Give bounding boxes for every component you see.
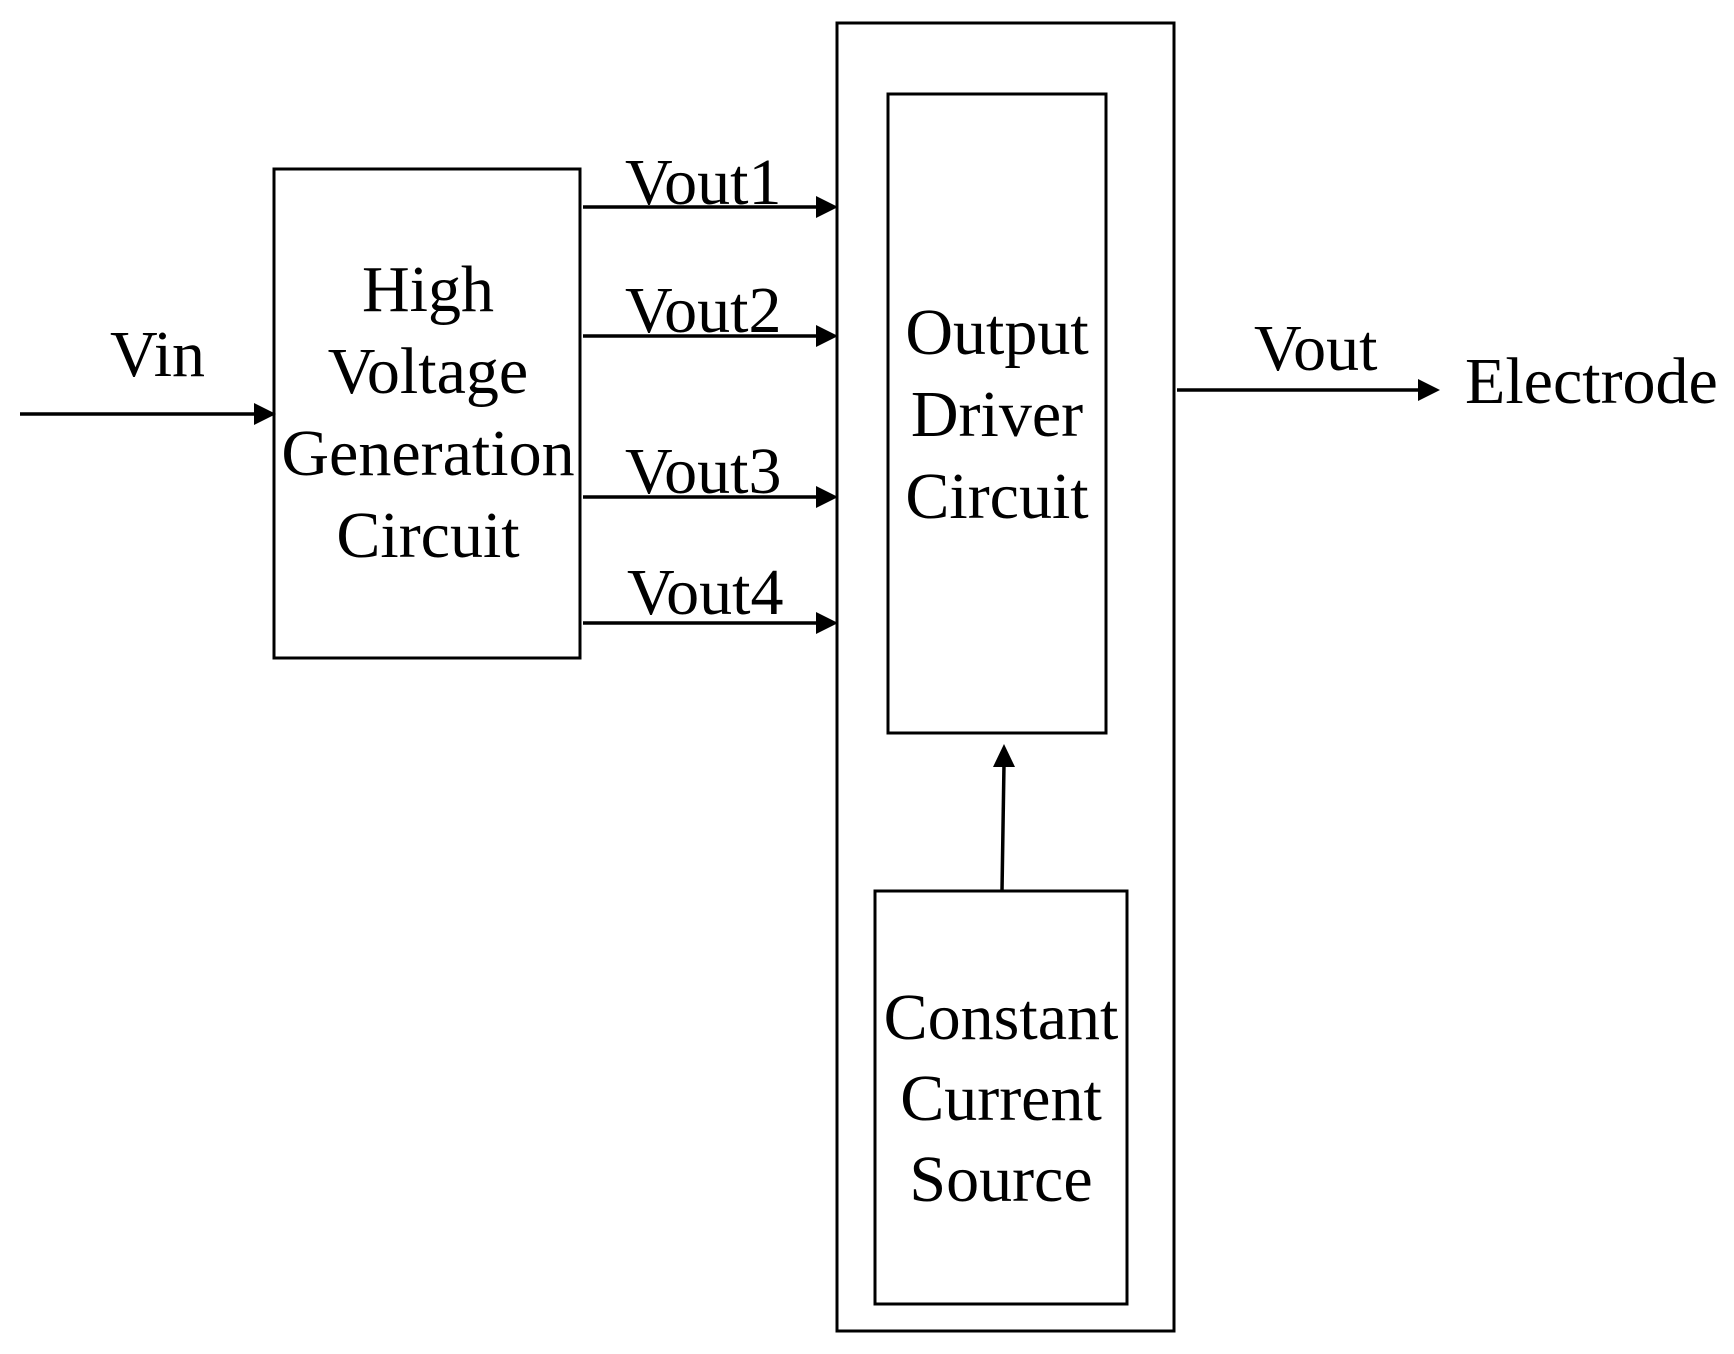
vout1-arrow	[583, 196, 838, 218]
output-driver-label-line-3: Circuit	[905, 460, 1088, 533]
vout1-label: Vout1	[625, 146, 782, 219]
constant-current-source-block	[873, 889, 1129, 1306]
high-voltage-generation-block	[272, 167, 582, 660]
high-voltage-label-line-2: Voltage	[328, 335, 528, 408]
electrode-label: Electrode	[1465, 345, 1718, 418]
vout4-label: Vout4	[627, 556, 784, 629]
high-voltage-label-line-3: Generation	[281, 417, 574, 490]
output-driver-block	[886, 92, 1108, 735]
output-driver-label-line-2: Driver	[911, 378, 1083, 451]
vin-input-arrow	[20, 403, 276, 425]
vout-label: Vout	[1254, 312, 1378, 385]
high-voltage-label-line-1: High	[362, 253, 494, 326]
vout-output-arrow	[1177, 379, 1440, 401]
vout2-label: Vout2	[625, 274, 782, 347]
outer-module-box	[835, 21, 1176, 1333]
output-driver-label: Output Driver Circuit	[905, 296, 1088, 533]
constant-current-label-line-1: Constant	[884, 981, 1119, 1054]
output-driver-label-line-1: Output	[905, 296, 1088, 369]
vout3-label: Vout3	[625, 435, 782, 508]
vout4-arrow	[583, 612, 838, 634]
constant-current-label-line-3: Source	[909, 1143, 1092, 1216]
vin-label: Vin	[110, 318, 205, 391]
constant-current-label-line-2: Current	[900, 1062, 1102, 1135]
high-voltage-generation-label: High Voltage Generation Circuit	[281, 253, 574, 572]
high-voltage-label-line-4: Circuit	[336, 499, 519, 572]
vout3-arrow	[583, 486, 838, 508]
vout2-arrow	[583, 325, 838, 347]
current-feed-arrow	[993, 744, 1015, 892]
constant-current-source-label: Constant Current Source	[884, 981, 1119, 1216]
